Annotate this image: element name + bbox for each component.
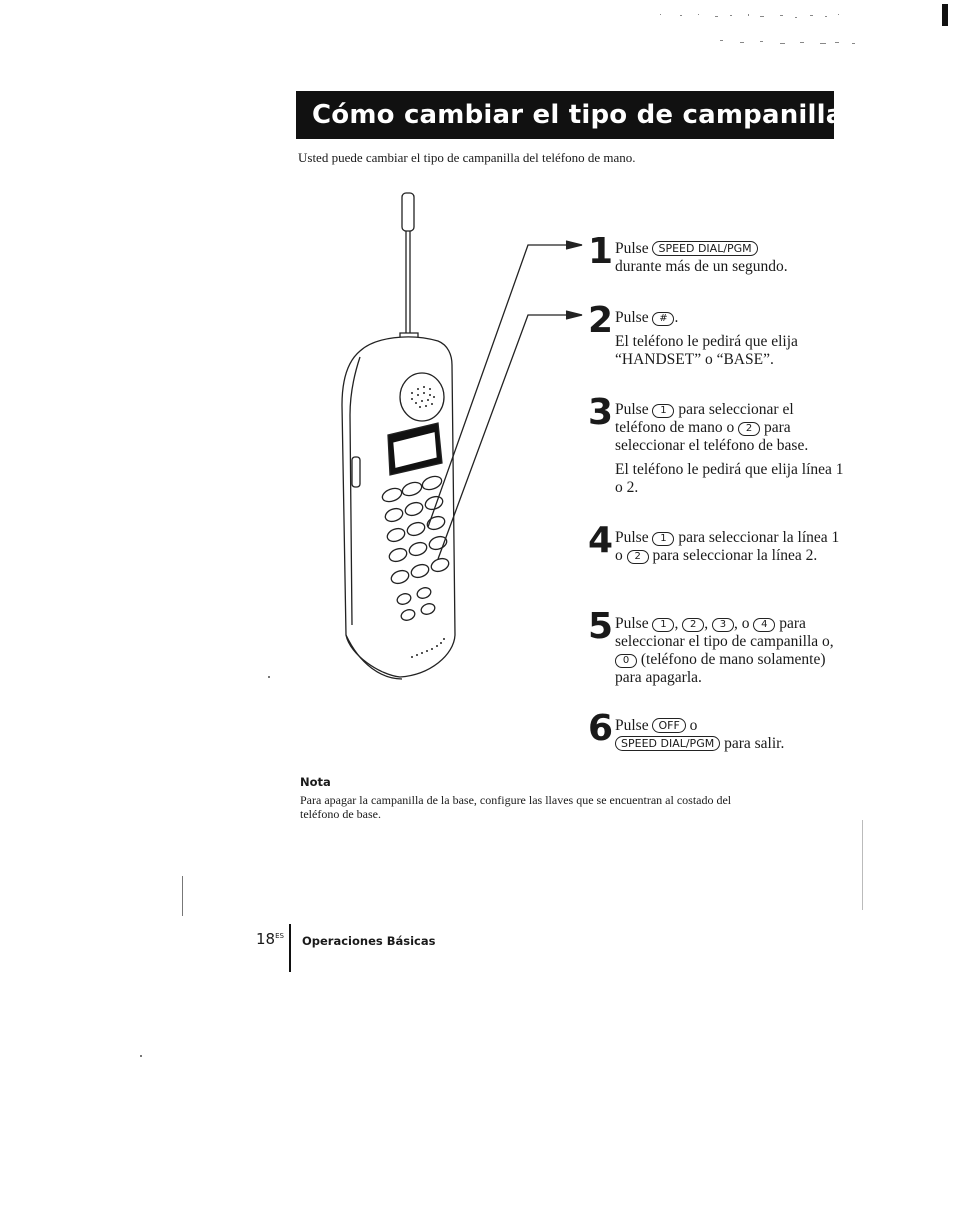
step-verb: Pulse [615,529,649,546]
speed-dial-key: SPEED DIAL/PGM [652,241,758,256]
step-number: 1 [588,231,614,272]
step-verb: Pulse [615,615,649,632]
step-text: Pulse #. El teléfono le pedirá que elija… [615,309,847,375]
step-verb: Pulse [615,240,649,257]
speed-dial-key: SPEED DIAL/PGM [615,736,721,751]
step-instruction: para seleccionar la línea 1 o [615,529,840,564]
step-text: Pulse 1 para seleccionar el teléfono de … [615,401,847,503]
off-key: OFF [652,718,686,733]
key-4: 4 [753,618,776,632]
step-number: 5 [588,606,614,647]
step-text: Pulse OFF o SPEED DIAL/PGM para salir. [615,717,847,759]
key-2: 2 [738,422,761,436]
step-instruction: para salir. [724,735,785,752]
scan-noise [660,14,855,44]
step-verb: Pulse [615,401,649,418]
note-text: Para apagar la campanilla de la base, co… [300,793,732,821]
intro-text: Usted puede cambiar el tipo de campanill… [298,150,636,165]
step-number: 3 [588,392,614,433]
page-number: 18ES [256,930,284,948]
key-3: 3 [711,618,734,632]
edge-tab-mark [942,4,948,26]
step-verb: Pulse [615,309,649,326]
separator: , [704,615,709,632]
scan-speck [140,1055,142,1057]
page-number-suffix: ES [275,932,284,940]
earpiece [399,372,445,422]
step-text: Pulse 1 para seleccionar la línea 1 o 2 … [615,529,847,571]
hash-key: # [652,312,675,326]
callout-line-2 [437,314,582,560]
key-1: 1 [652,618,675,632]
step-verb: Pulse [615,717,649,734]
step-detail: El teléfono le pedirá que elija “HANDSET… [615,333,798,368]
step-instruction: para seleccionar el tipo de campanilla o… [615,615,834,650]
step-number: 6 [588,708,614,749]
note-heading: Nota [300,775,331,789]
step-instruction: . [674,309,679,326]
step-instruction: para seleccionar la línea 2. [652,547,818,564]
step-instruction: (teléfono de mano solamente) para apagar… [615,651,826,686]
scan-speck [268,676,270,678]
key-1: 1 [652,532,675,546]
section-name: Operaciones Básicas [302,934,436,948]
footer-divider [289,924,291,972]
step-text: Pulse 1, 2, 3, o 4 para seleccionar el t… [615,615,847,693]
side-button [351,456,361,488]
callout-line-1 [427,244,582,528]
step-text: Pulse SPEED DIAL/PGM durante más de un s… [615,240,847,282]
step-instruction: o [689,717,698,734]
scan-speck [862,820,863,910]
key-1: 1 [652,404,675,418]
antenna-tip [401,192,415,232]
separator: , [674,615,679,632]
key-0: 0 [615,654,637,668]
step-instruction: durante más de un segundo. [615,258,788,275]
step-detail: El teléfono le pedirá que elija línea 1 … [615,461,844,496]
title-bar: Cómo cambiar el tipo de campanilla [296,91,843,139]
step-number: 2 [588,300,614,341]
mic-holes [411,638,445,658]
page-number-value: 18 [256,930,276,948]
separator: , o [733,615,750,632]
key-2: 2 [626,550,649,564]
step-instruction: para seleccionar el teléfono de mano o [615,401,794,436]
key-2: 2 [682,618,705,632]
scan-speck [182,876,183,916]
keypad-keys [381,475,450,621]
step-number: 4 [588,520,614,561]
handset-body [341,336,456,678]
step-instruction: para seleccionar el teléfono de base. [615,419,809,454]
page-title: Cómo cambiar el tipo de campanilla [312,100,844,130]
handset-illustration [341,192,583,680]
